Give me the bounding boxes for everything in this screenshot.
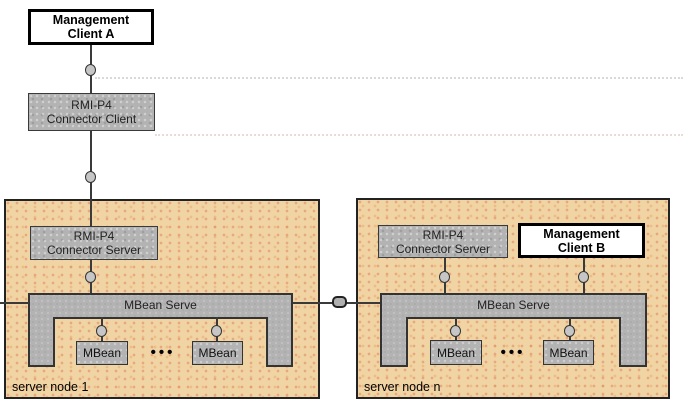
inter-node-connector: [332, 296, 347, 308]
mbean-ellipsis: •••: [500, 344, 526, 361]
rmi-p4-connector-server-box-node1: RMI-P4 Connector Server: [30, 226, 158, 260]
connector-circle: [85, 271, 96, 283]
connector-server-line2: Connector Server: [395, 241, 491, 256]
management-client-b-line1: Management: [543, 226, 620, 241]
dotted-grid-line: [155, 134, 683, 136]
connector-server-line1: RMI-P4: [73, 229, 115, 243]
rmi-p4-connector-server-box-noden: RMI-P4 Connector Server: [378, 225, 508, 258]
connector-client-line1: RMI-P4: [71, 98, 112, 112]
management-client-a-box: Management Client A: [28, 9, 154, 45]
connector-circle: [96, 325, 107, 337]
dotted-grid-line: [95, 77, 683, 79]
mbean-box: MBean: [76, 341, 128, 365]
connector-server-line2: Connector Server: [46, 243, 142, 257]
connector-client-line2: Connector Client: [46, 112, 137, 126]
bus-line-left: [0, 302, 29, 304]
connector-circle: [211, 325, 222, 337]
connector-circle: [450, 325, 461, 337]
mbean-server-bracket-noden: [380, 293, 647, 367]
rmi-p4-connector-client-box: RMI-P4 Connector Client: [28, 93, 155, 131]
connector-circle: [85, 64, 96, 76]
connector-circle: [439, 271, 450, 283]
management-client-a-line2: Client A: [67, 27, 115, 41]
mbean-box: MBean: [192, 341, 243, 365]
server-node-n-label: server node n: [364, 380, 441, 394]
connector-circle: [85, 171, 96, 183]
connector-server-line1: RMI-P4: [422, 227, 464, 242]
management-client-a-line1: Management: [52, 13, 130, 27]
connector-circle: [578, 271, 589, 283]
server-node-1-label: server node 1: [12, 380, 89, 394]
mbean-ellipsis: •••: [150, 344, 176, 361]
management-client-b-line2: Client B: [557, 240, 606, 255]
management-client-b-box: Management Client B: [518, 223, 645, 258]
mbean-server-bracket-node1: [28, 293, 293, 367]
mbean-server-bar-noden: MBean Serve: [477, 298, 550, 312]
connector-circle: [564, 325, 575, 337]
mbean-box: MBean: [430, 340, 482, 365]
mbean-server-bar-node1: MBean Serve: [124, 298, 197, 312]
mbean-box: MBean: [543, 340, 594, 365]
